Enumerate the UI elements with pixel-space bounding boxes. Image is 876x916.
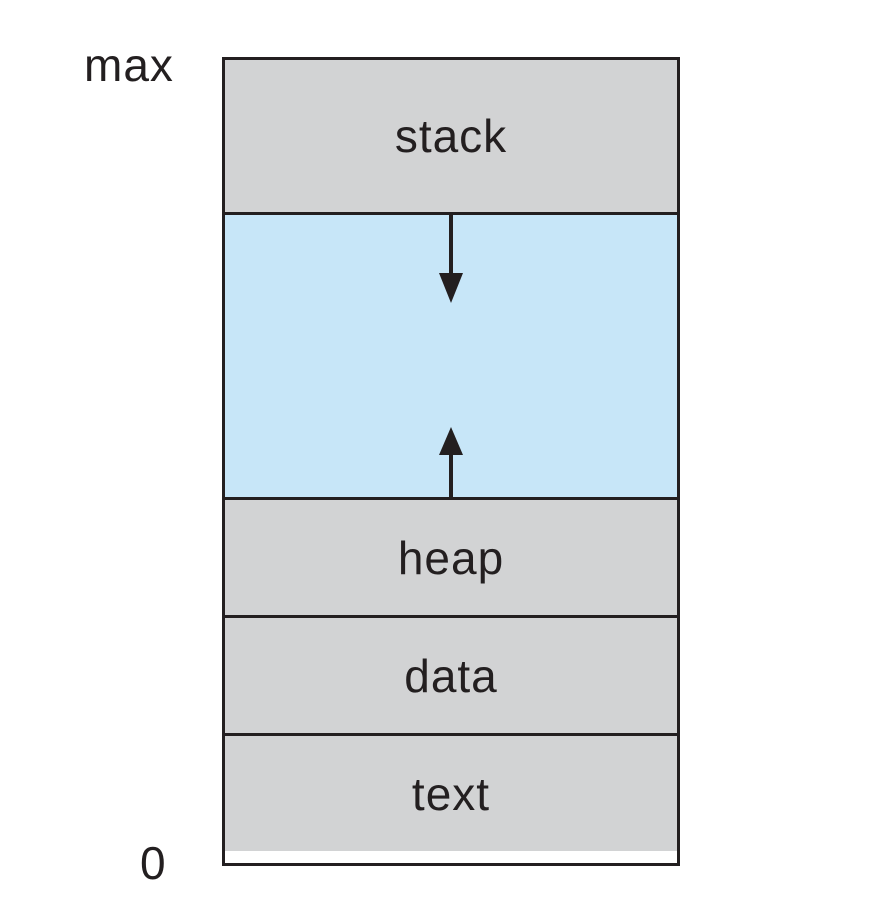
section-data-label: data [404, 649, 498, 702]
section-stack: stack [225, 60, 677, 212]
stack-growth-down-arrow-icon [439, 215, 463, 303]
section-heap-label: heap [397, 531, 505, 584]
section-data: data [225, 615, 677, 733]
section-heap: heap [225, 497, 677, 615]
memory-layout-box: stack heap data text [222, 57, 680, 866]
section-text-label: text [411, 767, 491, 820]
max-address-label: max [84, 39, 174, 91]
section-stack-label: stack [394, 110, 508, 162]
section-free-space [225, 212, 677, 497]
section-text: text [225, 733, 677, 851]
zero-address-label: 0 [140, 837, 167, 889]
heap-growth-up-arrow-icon [439, 427, 463, 497]
